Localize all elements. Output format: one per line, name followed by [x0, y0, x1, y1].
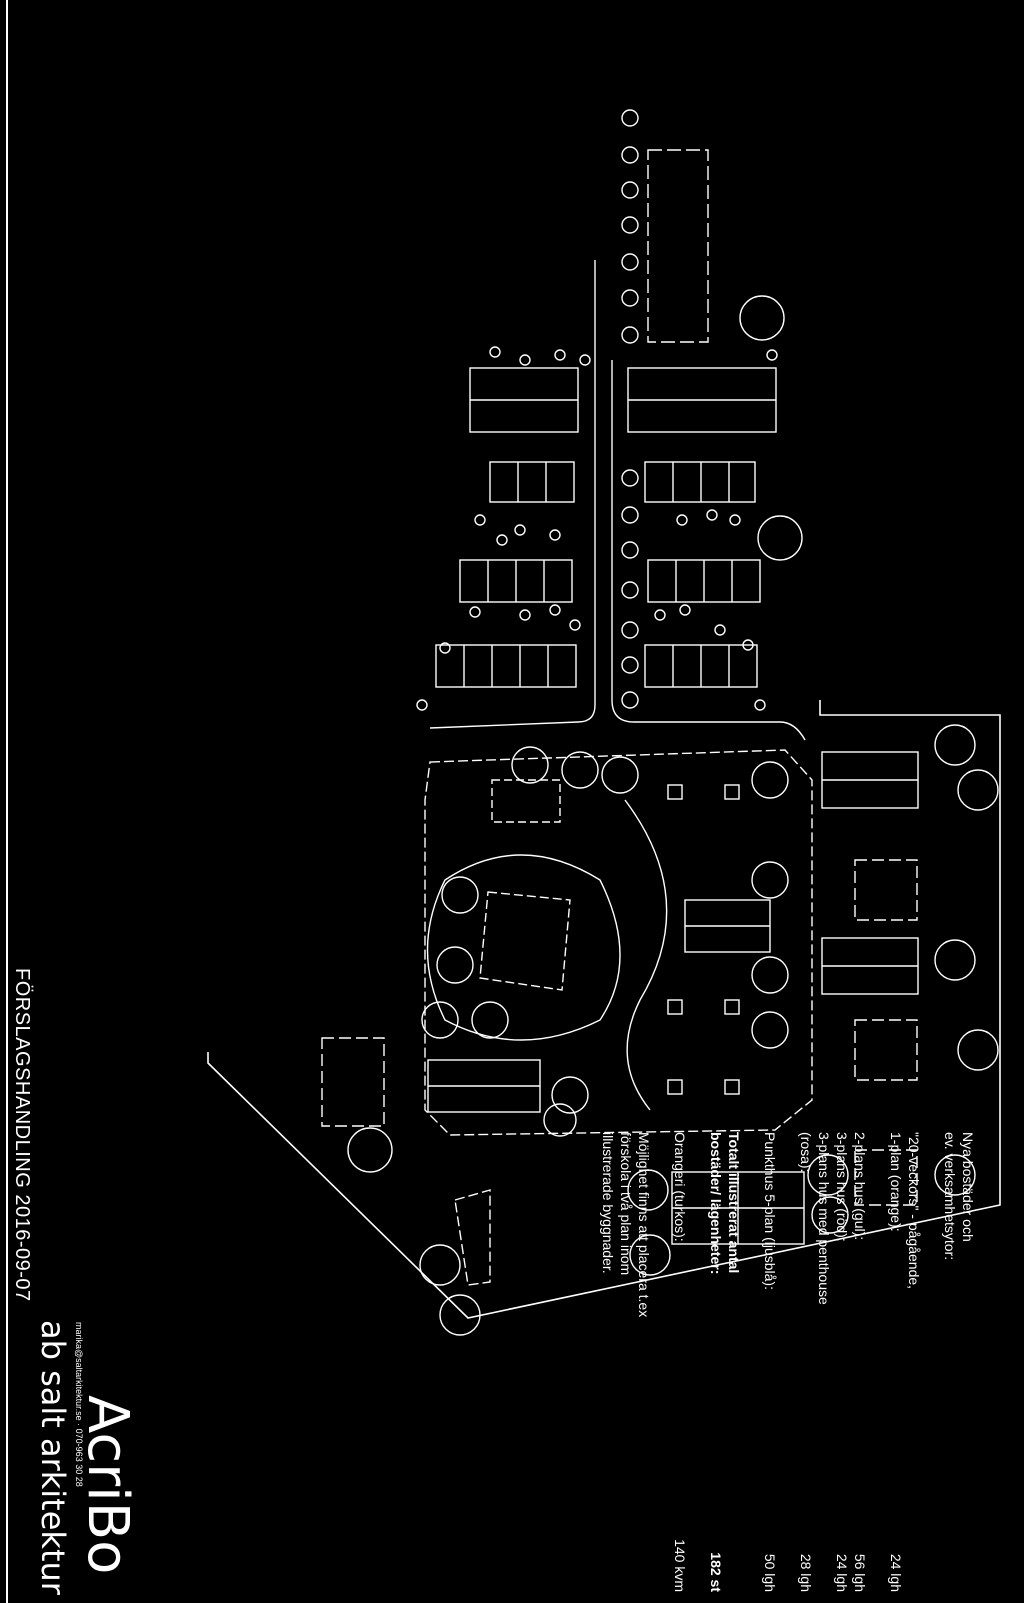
small-structure-2: [667, 784, 683, 800]
legend-label: [869, 1132, 887, 1136]
legend-line: 2-plans hus (gul): 56 lgh: [851, 1132, 869, 1592]
document-heading: FÖRSLAGSHANDLING 2016-09-07: [11, 968, 33, 1302]
legend-label: [743, 1132, 761, 1136]
house-cluster-west-2: [459, 559, 573, 603]
building-west-2: [454, 1189, 491, 1286]
legend-line: 3-plans hus (röd): 24 lgh: [833, 1132, 851, 1592]
legend-line: [779, 1132, 797, 1592]
legend-label: [689, 1132, 707, 1136]
house-cluster-west-3: [435, 644, 577, 688]
parking-courtyard-2: [427, 1059, 541, 1113]
legend-value: 182 st: [708, 1552, 724, 1592]
courtyard-curve: [624, 799, 668, 1111]
legend-label: 1-plan (orange):: [888, 1132, 904, 1232]
legend-value: 140 kvm: [672, 1539, 688, 1592]
legend-line: Punkthus 5-plan (ljusblå): 50 lgh: [761, 1132, 779, 1592]
parking-south: [671, 1171, 805, 1245]
courtyard-path: [426, 854, 621, 1041]
legend-label: Totalt illustrerat antal: [726, 1132, 742, 1274]
small-structure-4: [667, 999, 683, 1015]
building-east-1: [854, 859, 918, 921]
small-structure-5: [724, 999, 740, 1015]
legend-line: [869, 1132, 887, 1592]
building-east-2: [854, 1019, 918, 1081]
legend-line: Totalt illustrerat antal: [725, 1132, 743, 1592]
legend-value: 24 lgh: [834, 1553, 850, 1592]
legend-line: illustrerade byggnader.: [599, 1132, 617, 1592]
legend-line: 3-plans hus med penthouse: [815, 1132, 833, 1592]
legend-label: Möjlighet finns att placera t.ex: [636, 1132, 652, 1318]
house-cluster-west-1: [489, 461, 575, 503]
legend-line: [653, 1132, 671, 1592]
small-structure-6: [667, 1079, 683, 1095]
legend-line: bostäder/ lägenheter: 182 st: [707, 1132, 725, 1592]
legend-value: 28 lgh: [798, 1553, 814, 1592]
building-west-1: [321, 1037, 385, 1127]
legend-label: 3-plans hus (röd):: [834, 1132, 850, 1242]
legend-line: förskola i två plan inom: [617, 1132, 635, 1592]
house-cluster-east-1: [644, 461, 756, 503]
legend-label: förskola i två plan inom: [618, 1132, 634, 1276]
legend-label: [923, 1132, 941, 1136]
legend-label: 2-plans hus (gul):: [852, 1132, 868, 1241]
courtyard-block: [424, 749, 813, 1136]
legend-label: "20-veckors" - pågående,: [906, 1132, 922, 1290]
legend-value: 56 lgh: [852, 1553, 868, 1592]
building-east-3: [854, 1149, 918, 1206]
legend-line: 1-plan (orange): 24 lgh: [887, 1132, 905, 1592]
road-east: [611, 360, 806, 741]
legend-label: [779, 1132, 797, 1136]
building-north: [647, 149, 709, 343]
legend-label: Nya bostäder och: [960, 1132, 976, 1242]
legend-label: (rosa):: [798, 1132, 814, 1173]
parking-courtyard-1: [684, 899, 771, 953]
brand-logo-text: AcriBo: [75, 1395, 140, 1575]
house-cluster-east-2: [647, 559, 761, 603]
parking-east-2: [821, 937, 919, 995]
legend-line: [743, 1132, 761, 1592]
legend-line: Nya bostäder och: [959, 1132, 977, 1592]
legend-label: bostäder/ lägenheter:: [708, 1132, 724, 1275]
site-boundary: [207, 700, 1001, 1319]
small-structure-1: [491, 779, 561, 823]
road-west: [429, 260, 596, 729]
legend-line: [923, 1132, 941, 1592]
legend-label: ev. verksamhetsytor:: [942, 1132, 958, 1261]
legend-value: 50 lgh: [762, 1553, 778, 1592]
legend-line: (rosa): 28 lgh: [797, 1132, 815, 1592]
parking-east-1: [821, 751, 919, 809]
parking-row-north-east: [627, 367, 777, 433]
house-cluster-east-3: [644, 644, 758, 688]
legend-line: [689, 1132, 707, 1592]
small-structure-7: [724, 1079, 740, 1095]
legend-value: 24 lgh: [888, 1553, 904, 1592]
firm-name: ab salt arkitektur: [34, 1320, 72, 1595]
courtyard-pavilion: [479, 891, 571, 991]
legend-label: 3-plans hus med penthouse: [816, 1132, 832, 1305]
legend-line: "20-veckors" - pågående,: [905, 1132, 923, 1592]
legend-label: illustrerade byggnader.: [600, 1132, 616, 1274]
legend-line: Möjlighet finns att placera t.ex: [635, 1132, 653, 1592]
legend-line: Orangeri (turkos): 140 kvm: [671, 1132, 689, 1592]
trees: [347, 109, 999, 1336]
legend-label: Punkthus 5-plan (ljusblå):: [762, 1132, 778, 1290]
legend-label: Orangeri (turkos):: [672, 1132, 688, 1242]
small-structure-3: [724, 784, 740, 800]
legend-label: [653, 1132, 671, 1136]
parking-row-north-west: [469, 367, 579, 433]
legend-line: ev. verksamhetsytor:: [941, 1132, 959, 1592]
